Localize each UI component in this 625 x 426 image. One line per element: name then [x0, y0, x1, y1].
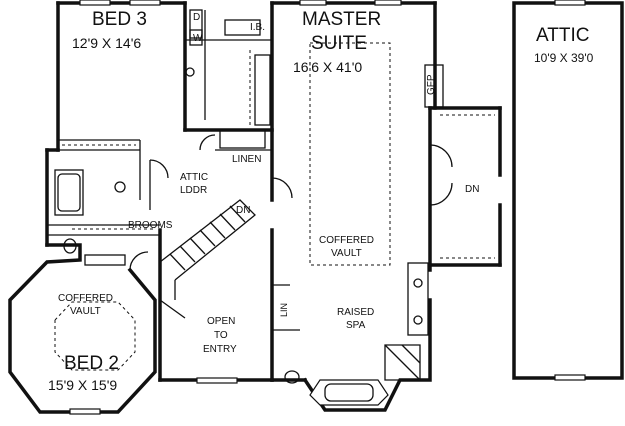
master-coffered-label-2: VAULT — [331, 248, 362, 259]
attic-ladder-label-2: LDDR — [180, 185, 208, 196]
bed2-coffered-label-1: COFFERED — [58, 293, 113, 304]
attic-name: ATTIC — [536, 25, 590, 46]
master-size: 16'6 X 41'0 — [293, 59, 363, 75]
door-swings — [129, 134, 453, 271]
windows — [69, 0, 586, 415]
open-to-entry-label-1: OPEN — [207, 316, 236, 327]
bed3-name: BED 3 — [92, 9, 147, 30]
washer-label: W — [193, 33, 203, 44]
attic-size: 10'9 X 39'0 — [534, 51, 594, 65]
bed3-size: 12'9 X 14'6 — [72, 35, 142, 51]
master-name-1: MASTER — [302, 9, 382, 30]
master-name-2: SUITE — [311, 33, 367, 54]
stair-down-label: DN — [236, 205, 251, 216]
attic-down-label: DN — [465, 184, 480, 195]
linen-label: LINEN — [232, 154, 262, 165]
attic-ladder-label-1: ATTIC — [180, 172, 209, 183]
spa-label-1: RAISED — [337, 307, 375, 318]
interior-walls — [47, 10, 300, 331]
open-to-entry-label-2: TO — [214, 330, 228, 341]
linen-closet-label: LIN — [279, 302, 289, 317]
ironing-board-label: I.B. — [250, 22, 266, 33]
closet-shelves — [54, 42, 495, 371]
bed2-coffered-label-2: VAULT — [70, 306, 101, 317]
open-to-entry-label-3: ENTRY — [203, 344, 237, 355]
fixtures — [54, 9, 444, 406]
bed2-size: 15'9 X 15'9 — [48, 377, 118, 393]
dryer-label: D — [193, 12, 201, 23]
exterior-walls — [8, 1, 502, 414]
brooms-label: BROOMS — [128, 220, 173, 231]
spa-label-2: SPA — [346, 320, 366, 331]
stair — [159, 199, 256, 319]
bed2-name: BED 2 — [64, 353, 119, 374]
gas-fireplace-label: GFP — [426, 74, 437, 95]
master-coffered-label-1: COFFERED — [319, 235, 374, 246]
